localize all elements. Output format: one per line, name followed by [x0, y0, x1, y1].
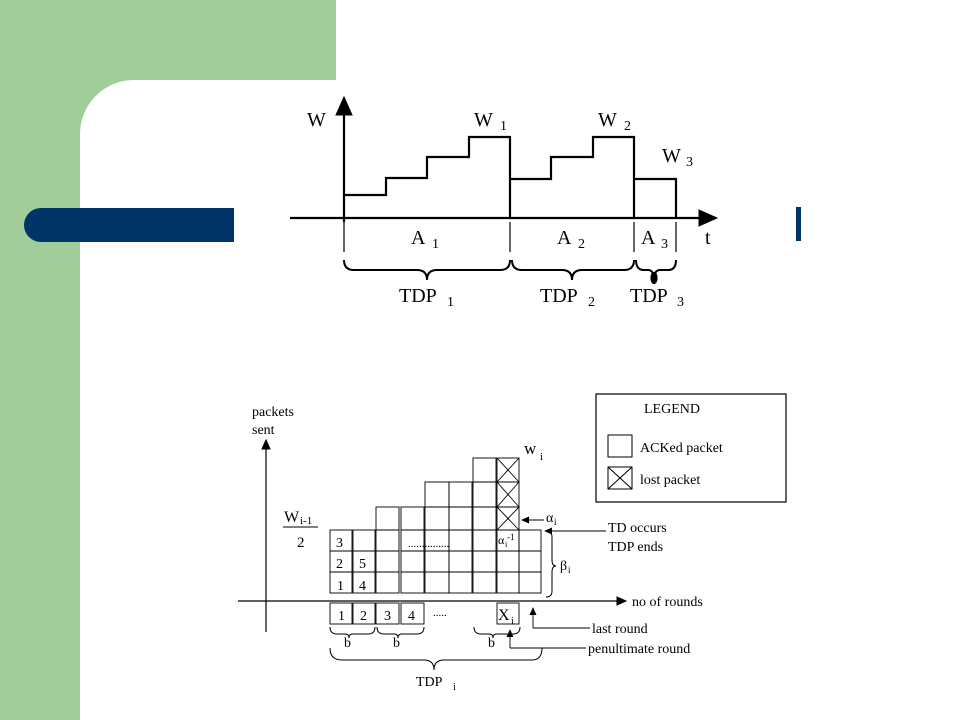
label-last-round: last round	[592, 622, 648, 637]
cell-alpha-minus: α	[498, 533, 505, 547]
label-a2: A	[557, 227, 572, 249]
y-label-packets: packets	[252, 405, 294, 420]
brace-b3	[473, 626, 521, 639]
top-labels: W W 1 W 2 W 3 A 1 A 2 A 3 t TDP 1 TDP 2 …	[307, 109, 711, 310]
legend-title: LEGEND	[644, 402, 700, 417]
label-w3: W	[662, 145, 681, 167]
legend-acked-label: ACKed packet	[640, 441, 723, 456]
brace-tdp3-dot	[650, 271, 658, 285]
label-w: W	[307, 109, 326, 131]
legend-acked-swatch	[607, 434, 633, 458]
cell-2: 2	[336, 557, 343, 572]
cell-4: 4	[359, 579, 366, 594]
content-area	[80, 80, 960, 720]
brace-beta	[545, 530, 557, 598]
y-label-sent: sent	[252, 423, 275, 438]
window-staircase	[344, 135, 678, 218]
lost-packets	[496, 457, 520, 531]
label-b3: b	[488, 636, 495, 651]
label-beta-i: β	[560, 559, 567, 574]
label-td-occurs: TD occurs	[608, 521, 667, 536]
cell-alpha-minus-sub: i	[505, 540, 508, 549]
label-wi1: W	[284, 509, 300, 526]
top-diagram	[290, 95, 719, 285]
left-green-band	[0, 0, 80, 720]
x-label-rounds: no of rounds	[632, 595, 703, 610]
row-bottom-2: 2	[360, 609, 367, 624]
label-w2-sub: 2	[624, 119, 631, 134]
legend-lost-swatch	[607, 466, 633, 490]
label-w1-sub: 1	[500, 119, 507, 134]
label-wi-sub: i	[540, 451, 543, 463]
label-wi: w	[524, 439, 537, 458]
row-bottom-xi: X	[498, 607, 510, 624]
row-bottom-1: 1	[338, 609, 345, 624]
cell-1: 1	[337, 579, 344, 594]
brace-b1	[329, 626, 376, 639]
label-a3: A	[641, 227, 656, 249]
bottom-labels: packets sent W i-1 2 w i 3 2 5 1 4 .....…	[252, 402, 723, 693]
label-w2: W	[598, 109, 617, 131]
label-tdp2-sub: 2	[588, 295, 595, 310]
label-a2-sub: 2	[578, 237, 585, 252]
title-accent-bar	[24, 208, 234, 242]
label-b2: b	[393, 636, 400, 651]
brace-tdp-i	[329, 647, 543, 671]
label-tdp3-sub: 3	[677, 295, 684, 310]
label-wi1-sub: i-1	[300, 515, 312, 527]
cell-dots: ...............	[408, 538, 450, 550]
label-t: t	[705, 227, 711, 249]
label-tdp-i: TDP	[416, 675, 443, 690]
cell-3: 3	[336, 536, 343, 551]
label-b1: b	[344, 636, 351, 651]
brace-tdp2	[511, 259, 635, 281]
top-right-white	[336, 0, 960, 80]
label-two: 2	[297, 535, 305, 551]
label-tdp-i-sub: i	[453, 682, 456, 693]
label-a1-sub: 1	[432, 237, 439, 252]
legend-box	[595, 393, 787, 503]
row-bottom-4: 4	[408, 609, 415, 624]
row-bottom-xi-sub: i	[511, 616, 514, 627]
label-w1: W	[474, 109, 493, 131]
title-accent-tick	[796, 207, 801, 241]
bottom-diagram	[238, 393, 787, 671]
label-w3-sub: 3	[686, 155, 693, 170]
row-bottom-dots: .....	[433, 607, 447, 619]
legend-lost-label: lost packet	[640, 473, 700, 488]
row-bottom-3: 3	[384, 609, 391, 624]
label-a1: A	[411, 227, 426, 249]
label-tdp1-sub: 1	[447, 295, 454, 310]
label-tdp-ends: TDP ends	[608, 540, 663, 555]
label-alpha-i: α	[546, 511, 554, 526]
label-alpha-i-sub: i	[554, 517, 557, 527]
label-tdp2: TDP	[540, 285, 578, 307]
label-tdp1: TDP	[399, 285, 437, 307]
top-green-band	[80, 0, 336, 80]
brace-tdp1	[343, 259, 511, 281]
brace-b2	[376, 626, 425, 639]
cell-alpha-minus-sup: -1	[507, 532, 515, 542]
label-penultimate-round: penultimate round	[588, 642, 690, 657]
label-tdp3: TDP	[630, 285, 668, 307]
label-beta-i-sub: i	[568, 565, 571, 575]
label-a3-sub: 3	[661, 237, 668, 252]
cell-5: 5	[359, 557, 366, 572]
packet-grid	[329, 457, 542, 625]
